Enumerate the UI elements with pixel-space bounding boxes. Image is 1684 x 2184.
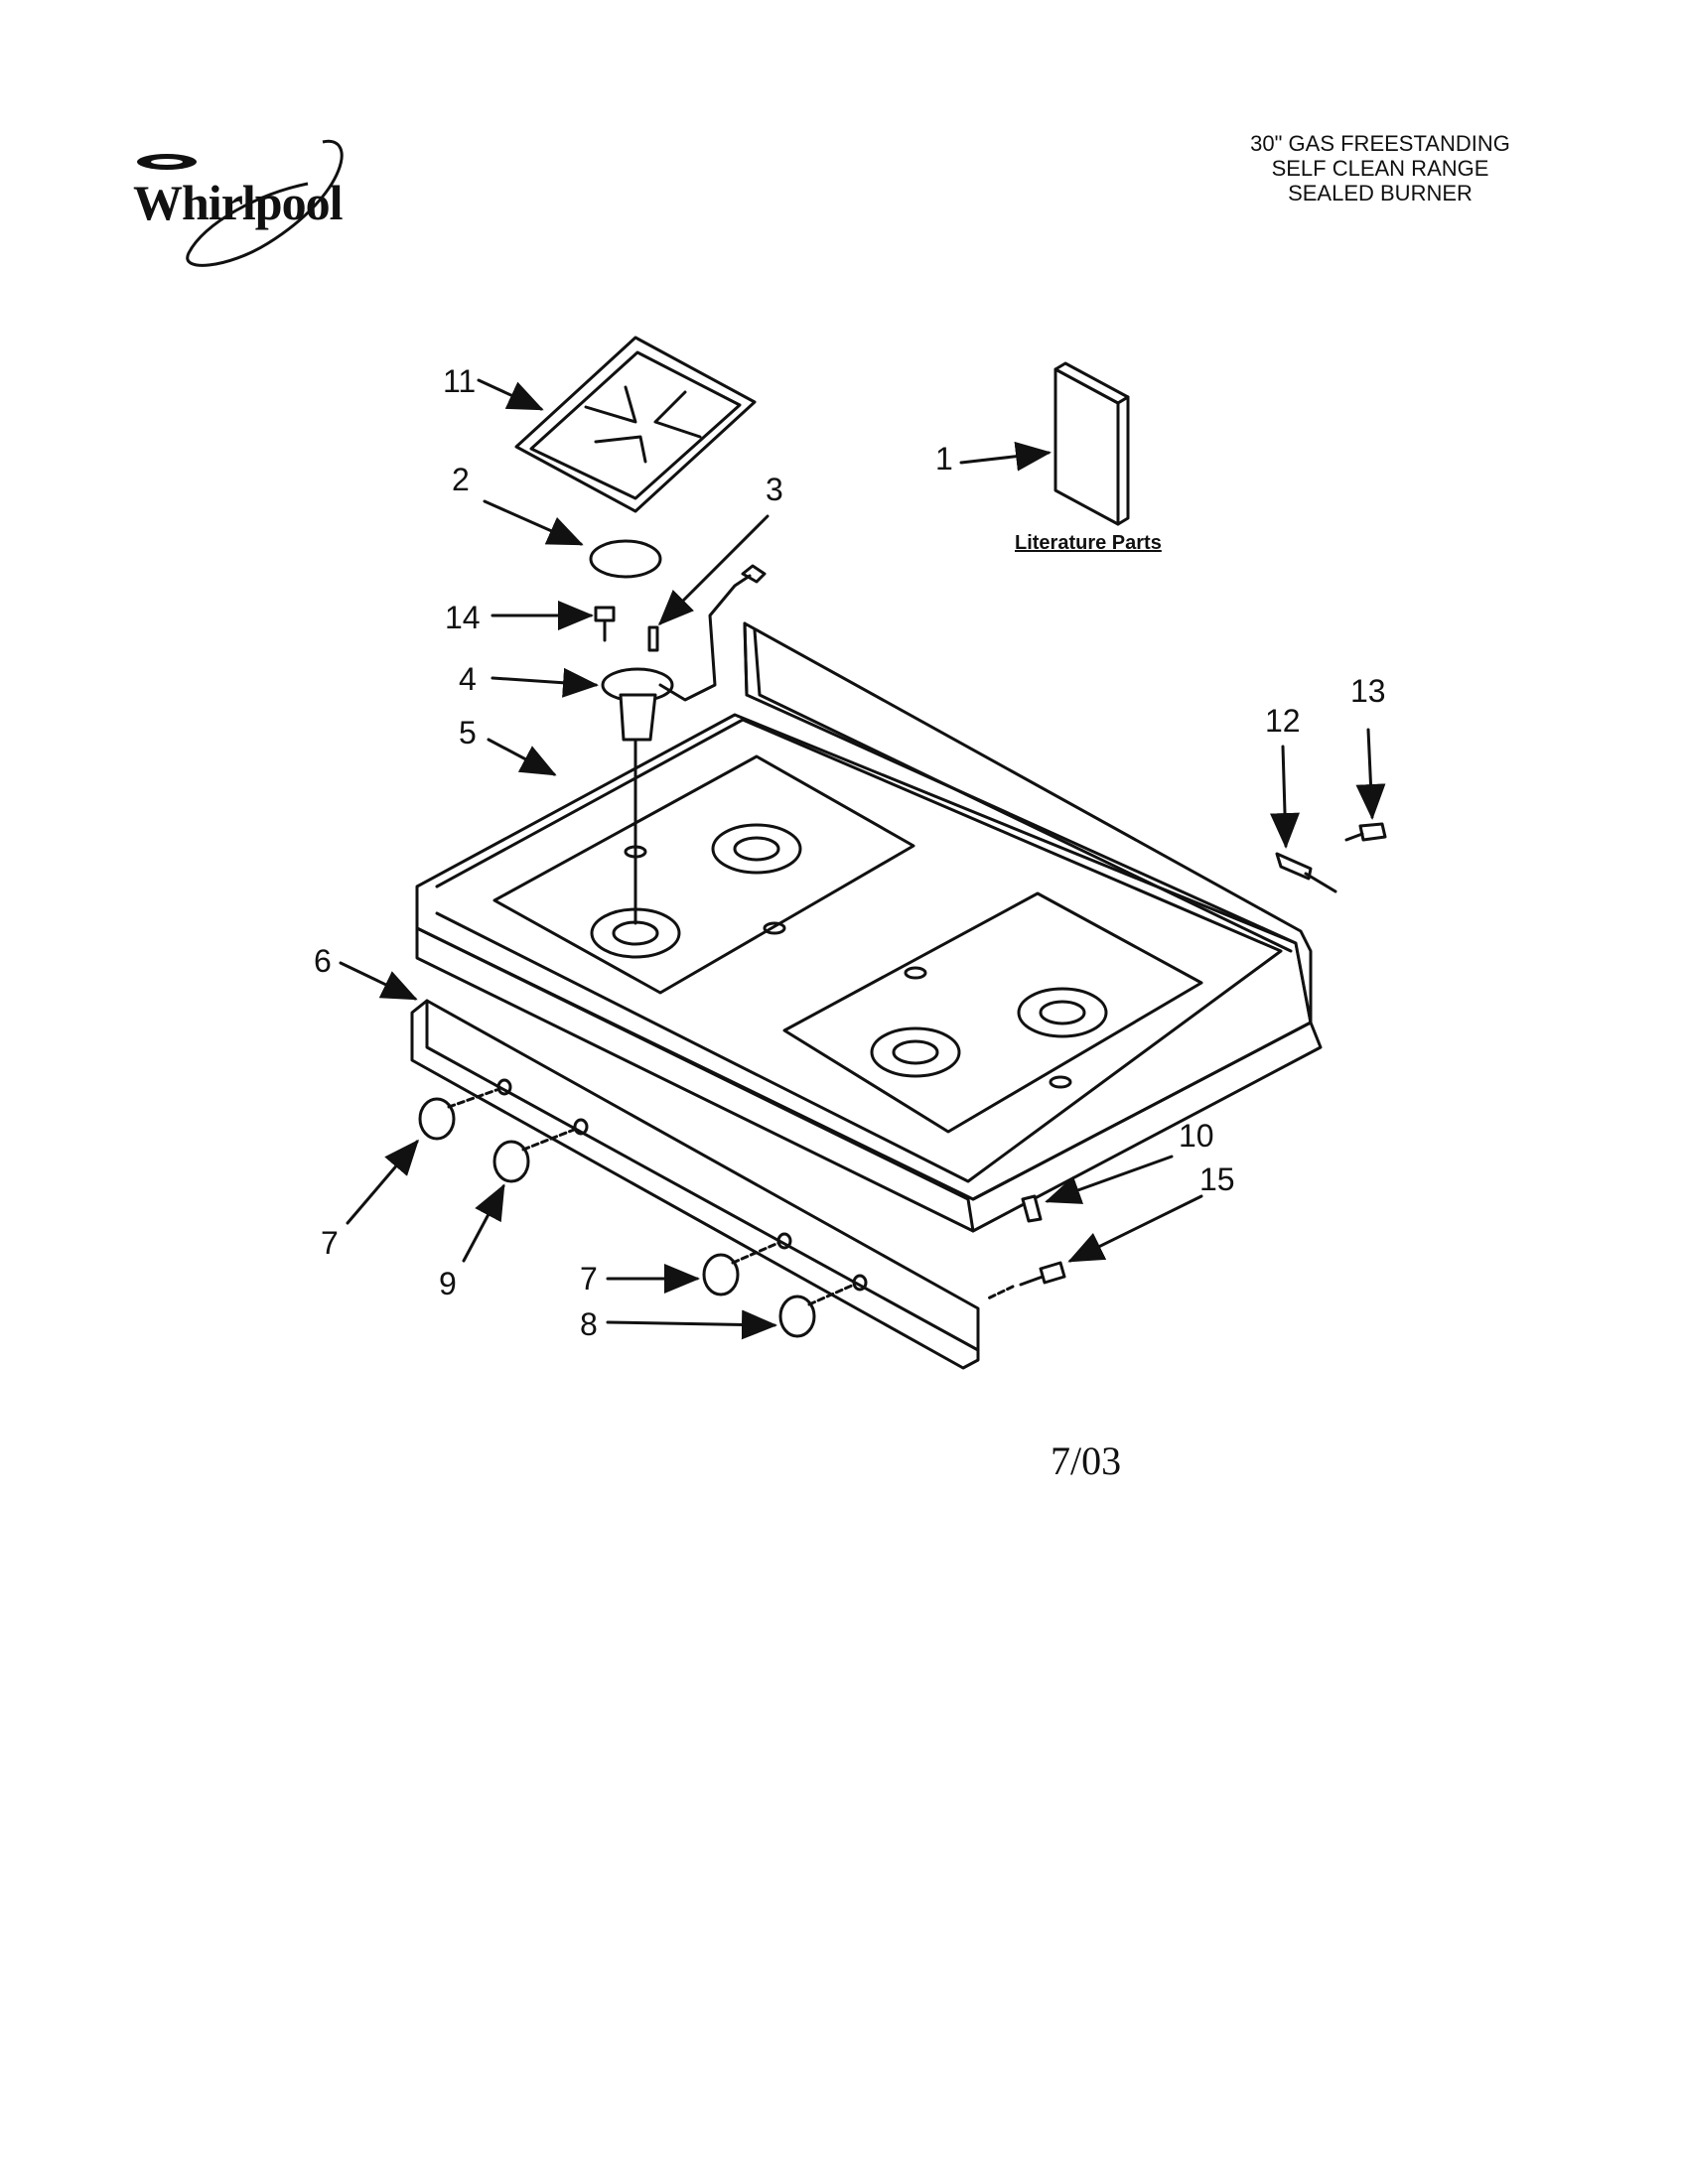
- callout-13: 13: [1350, 673, 1386, 709]
- brand-name: Whirlpool: [133, 175, 343, 230]
- callout-12: 12: [1265, 703, 1301, 739]
- leader-arrows: [339, 378, 1386, 1340]
- screw-14: [594, 606, 616, 642]
- burner-base: [601, 574, 752, 925]
- callout-2: 2: [452, 462, 470, 497]
- clip-10: [1021, 1194, 1043, 1223]
- knob-8: [778, 1283, 856, 1338]
- burner-cap: [589, 539, 662, 579]
- callout-3: 3: [766, 472, 783, 507]
- logo-swoosh-icon: [137, 139, 344, 267]
- screw-15: [986, 1261, 1066, 1300]
- callout-11: 11: [443, 363, 477, 399]
- callout-6: 6: [314, 943, 332, 979]
- literature-booklet: [1053, 361, 1130, 526]
- model-title: 30" GAS FREESTANDING SELF CLEAN RANGE SE…: [1172, 131, 1589, 205]
- callout-9: 9: [439, 1266, 457, 1301]
- callout-15: 15: [1199, 1161, 1235, 1197]
- callout-1: 1: [935, 441, 953, 477]
- knob-7b: [702, 1241, 780, 1297]
- cooktop-main-top: [415, 621, 1323, 1233]
- title-line-2: SELF CLEAN RANGE: [1271, 156, 1489, 181]
- callout-4: 4: [459, 661, 477, 697]
- callout-7b: 7: [580, 1261, 598, 1297]
- title-line-3: SEALED BURNER: [1288, 181, 1473, 205]
- whirlpool-logo: Whirlpool: [109, 134, 377, 273]
- callout-8: 8: [580, 1306, 598, 1342]
- screw-13: [1344, 822, 1387, 842]
- bracket-12: [1275, 852, 1337, 893]
- knob-7a: [418, 1088, 498, 1141]
- callout-14: 14: [445, 600, 481, 635]
- literature-parts-label: Literature Parts: [1015, 532, 1162, 554]
- knob-9: [492, 1128, 576, 1183]
- burner-grate: [514, 336, 757, 513]
- callout-5: 5: [459, 715, 477, 751]
- manifold-panel: [410, 999, 980, 1370]
- title-line-1: 30" GAS FREESTANDING: [1250, 131, 1510, 156]
- igniter-electrode: [647, 564, 767, 652]
- revision-date: 7/03: [1051, 1438, 1122, 1483]
- callout-7a: 7: [321, 1225, 339, 1261]
- callout-10: 10: [1179, 1118, 1214, 1154]
